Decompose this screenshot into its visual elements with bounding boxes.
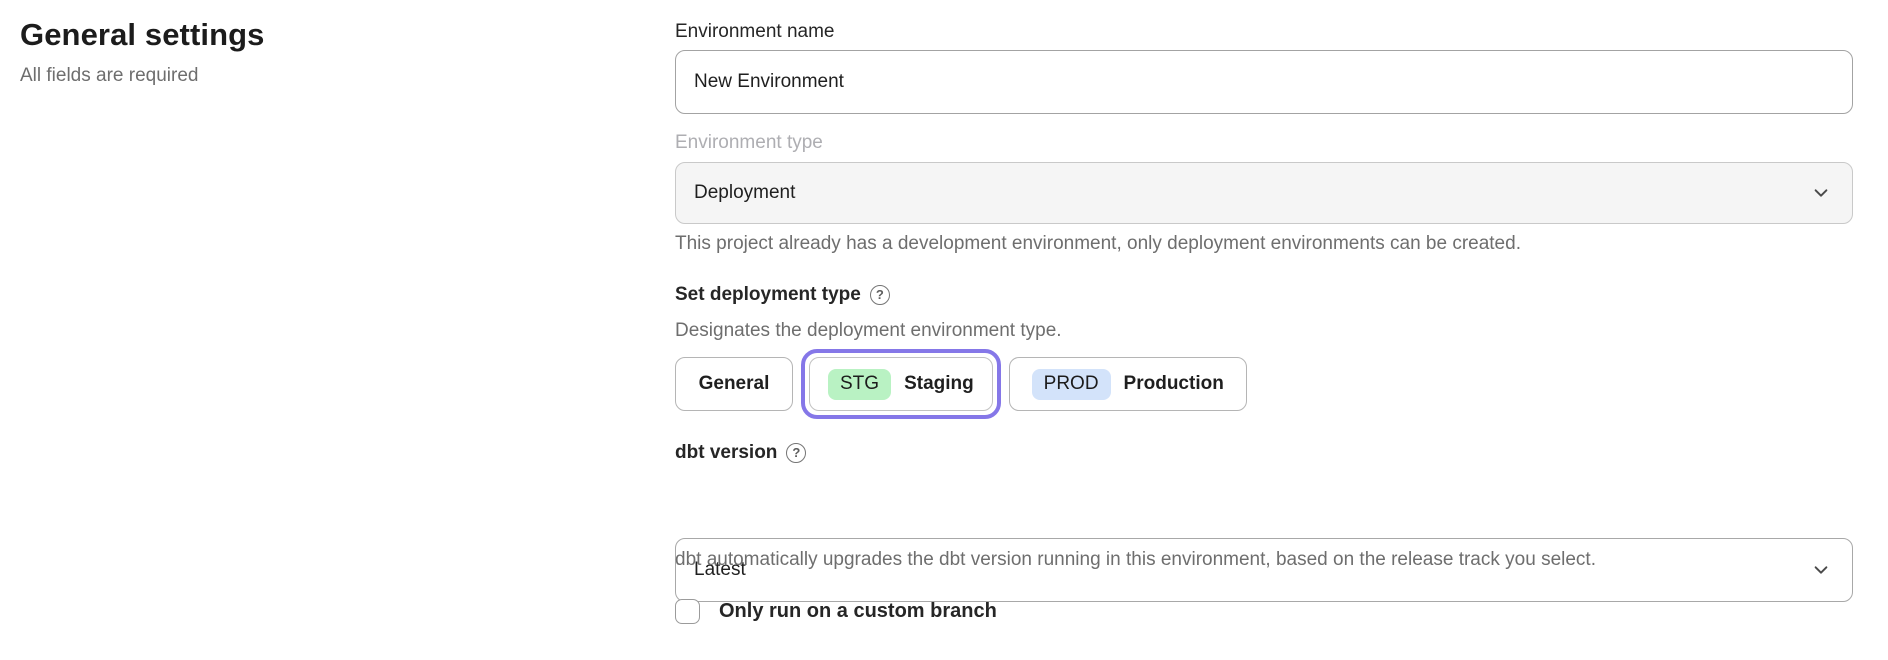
custom-branch-checkbox[interactable]: [675, 599, 700, 624]
staging-badge: STG: [828, 368, 892, 400]
page-title: General settings: [20, 17, 265, 52]
chevron-down-icon: [1812, 184, 1830, 202]
environment-type-label: Environment type: [675, 132, 823, 153]
deployment-type-heading: Set deployment type ?: [675, 283, 890, 307]
environment-name-label: Environment name: [675, 21, 835, 42]
environment-form: Environment name Environment type Deploy…: [675, 0, 1853, 660]
deployment-type-options: General STG Staging PROD Production: [675, 349, 1247, 419]
custom-branch-row: Only run on a custom branch: [675, 599, 997, 624]
deployment-type-selected-ring: STG Staging: [801, 349, 1001, 419]
deployment-type-description: Designates the deployment environment ty…: [675, 320, 1062, 341]
dbt-version-value: Latest: [694, 559, 746, 580]
production-badge: PROD: [1031, 368, 1111, 400]
help-icon[interactable]: ?: [786, 443, 807, 463]
custom-branch-label[interactable]: Only run on a custom branch: [719, 600, 997, 622]
page-subtitle: All fields are required: [20, 65, 199, 86]
dbt-version-helper: dbt automatically upgrades the dbt versi…: [675, 549, 1596, 570]
environment-type-helper: This project already has a development e…: [675, 233, 1521, 254]
settings-header: General settings All fields are required: [20, 17, 580, 87]
deployment-type-option-production[interactable]: PROD Production: [1008, 357, 1247, 411]
help-icon[interactable]: ?: [869, 285, 890, 305]
dbt-version-heading-text: dbt version: [675, 442, 778, 463]
environment-type-select: Deployment: [675, 162, 1853, 224]
environment-name-input[interactable]: [675, 50, 1853, 114]
deployment-type-option-general-label: General: [698, 373, 770, 394]
deployment-type-option-production-label: Production: [1123, 373, 1224, 394]
deployment-type-option-staging-label: Staging: [904, 373, 974, 394]
deployment-type-option-general[interactable]: General: [675, 357, 793, 411]
deployment-type-heading-text: Set deployment type: [675, 284, 861, 305]
deployment-type-option-staging[interactable]: STG Staging: [809, 357, 993, 411]
environment-type-value: Deployment: [694, 182, 796, 203]
dbt-version-select[interactable]: Latest: [675, 538, 1853, 602]
dbt-version-heading: dbt version ?: [675, 441, 807, 465]
chevron-down-icon: [1812, 561, 1830, 579]
